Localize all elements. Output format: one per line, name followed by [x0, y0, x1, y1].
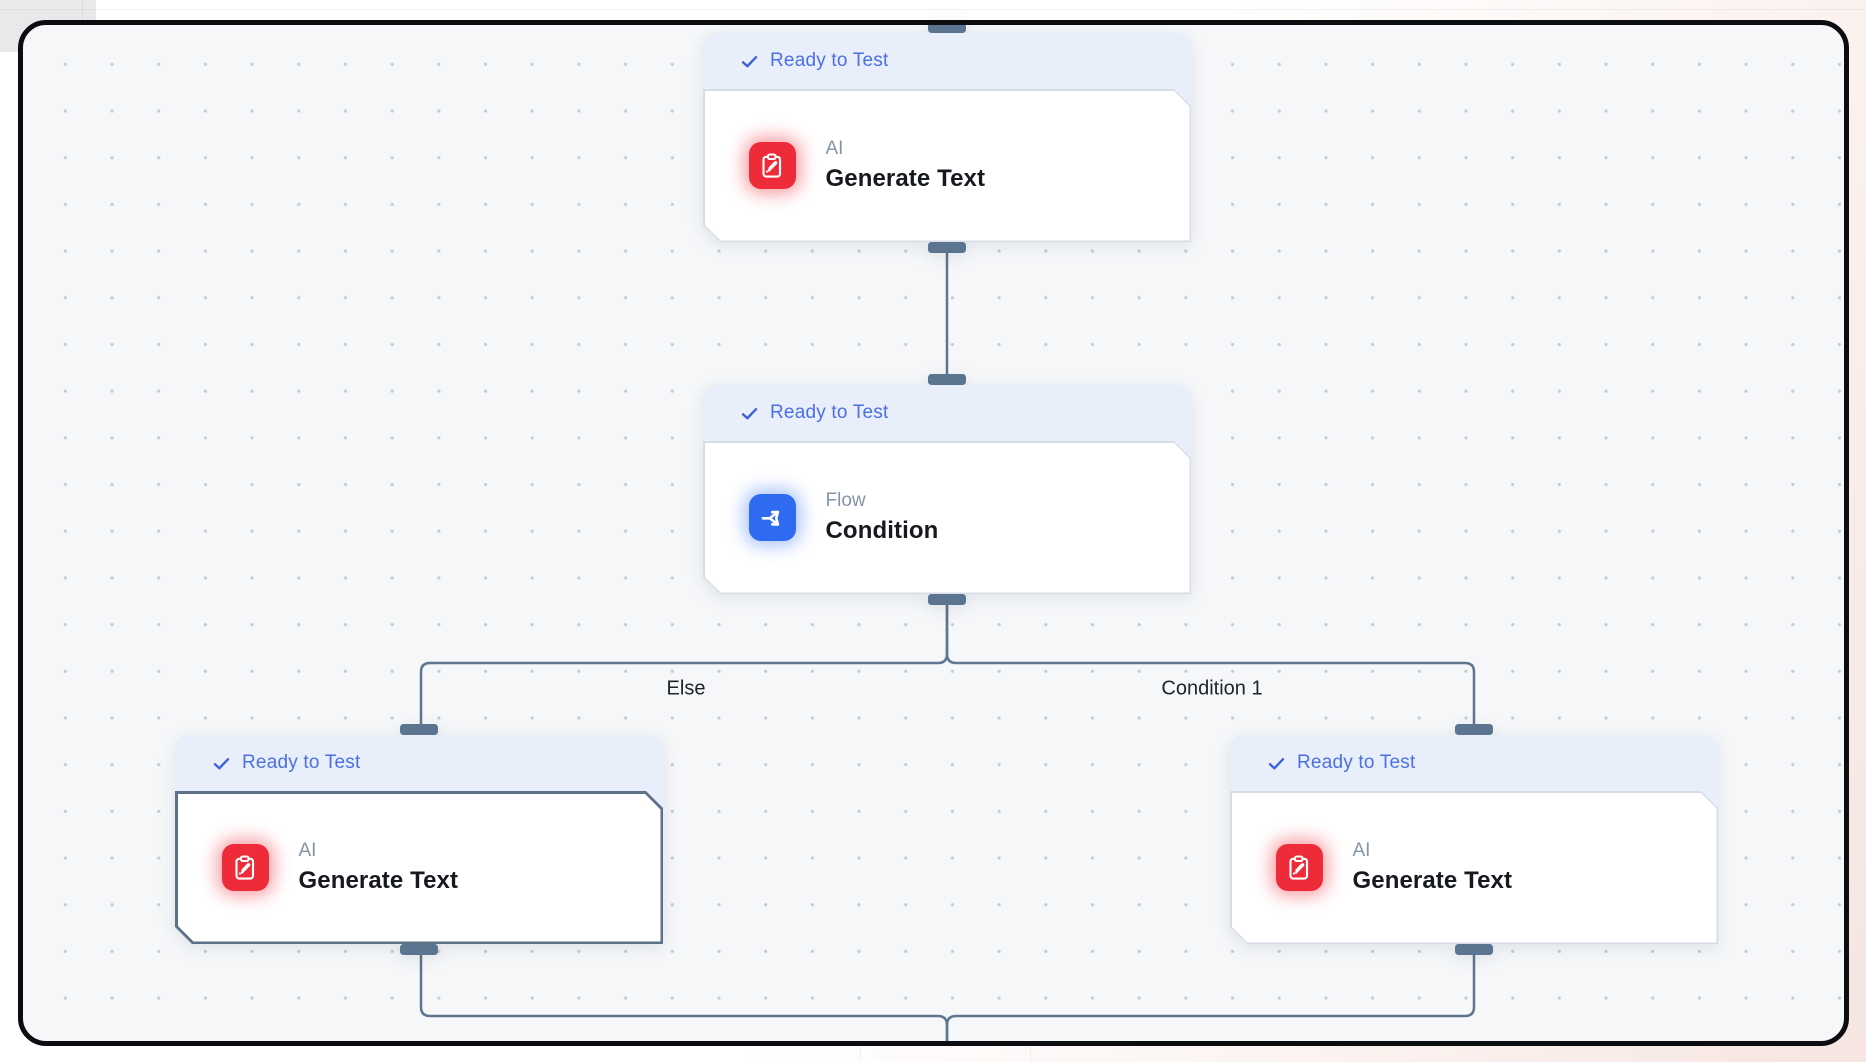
node-title: Generate Text [825, 165, 986, 192]
node-body[interactable]: Flow Condition [703, 441, 1191, 594]
node-title: Generate Text [298, 867, 459, 894]
clipboard-pen-icon [1276, 844, 1323, 891]
clipboard-pen-icon [749, 142, 796, 189]
node-generate-text-top[interactable]: Ready to Test AI Generate Text [703, 22, 1191, 253]
node-category: AI [825, 138, 844, 159]
node-condition[interactable]: Ready to Test Flow Condition [703, 374, 1191, 605]
node-generate-text-else[interactable]: Ready to Test AI Generate Text [175, 724, 663, 955]
status-badge: Ready to Test [770, 402, 889, 423]
split-arrow-icon [749, 494, 796, 541]
check-icon [741, 407, 758, 419]
node-title: Condition [825, 517, 939, 544]
check-icon [1268, 757, 1285, 769]
backdrop-seam [82, 0, 83, 20]
node-text: AI Generate Text [299, 840, 459, 895]
backdrop-seam [0, 9, 1866, 10]
edge-label-condition-1: Condition 1 [1161, 677, 1263, 700]
node-output-handle[interactable] [928, 594, 966, 605]
node-input-handle[interactable] [928, 374, 966, 385]
node-category: Flow [825, 490, 866, 511]
backdrop-seam [1030, 1046, 1031, 1062]
node-generate-text-condition-1[interactable]: Ready to Test AI Generate Text [1230, 724, 1718, 955]
node-category: AI [1352, 840, 1371, 861]
node-input-handle[interactable] [400, 724, 438, 735]
node-text: Flow Condition [826, 490, 939, 545]
node-input-handle[interactable] [928, 22, 966, 33]
status-badge: Ready to Test [770, 50, 889, 71]
node-text: AI Generate Text [826, 138, 986, 193]
node-category: AI [298, 840, 317, 861]
node-body[interactable]: AI Generate Text [703, 89, 1191, 242]
node-body[interactable]: AI Generate Text [1230, 791, 1718, 944]
node-title: Generate Text [1352, 867, 1513, 894]
node-text: AI Generate Text [1353, 840, 1513, 895]
node-output-handle[interactable] [400, 944, 438, 955]
check-icon [741, 55, 758, 67]
backdrop-seam [860, 1046, 861, 1062]
node-input-handle[interactable] [1455, 724, 1493, 735]
node-output-handle[interactable] [928, 242, 966, 253]
node-output-handle[interactable] [1455, 944, 1493, 955]
edge-label-else: Else [666, 677, 706, 700]
check-icon [213, 757, 230, 769]
status-badge: Ready to Test [242, 752, 361, 773]
node-body[interactable]: AI Generate Text [175, 791, 663, 944]
status-badge: Ready to Test [1297, 752, 1416, 773]
clipboard-pen-icon [222, 844, 269, 891]
